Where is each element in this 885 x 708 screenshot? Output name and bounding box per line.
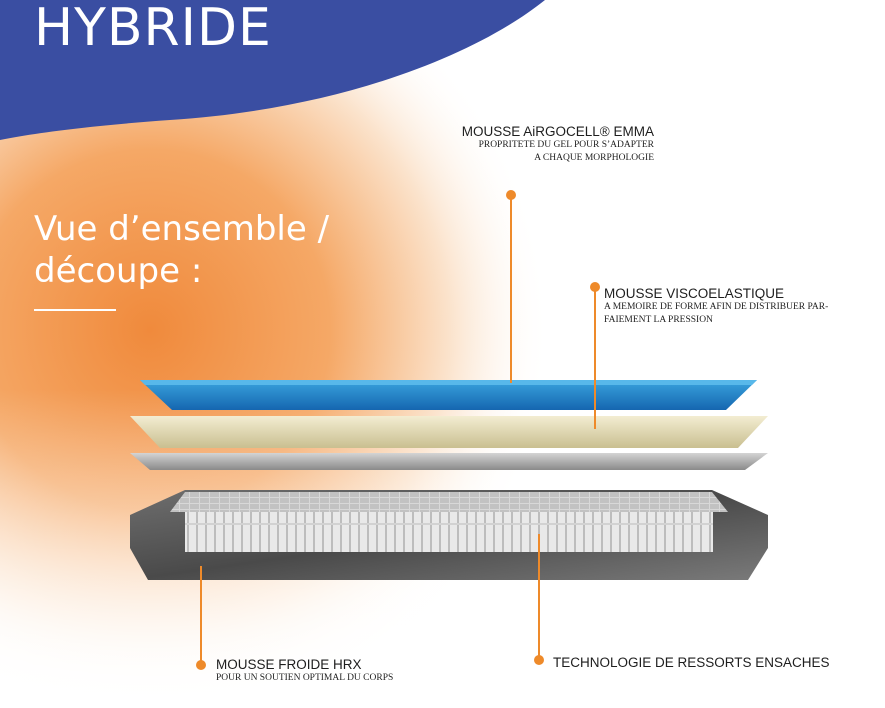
callout-airgocell-line [510,199,512,383]
subtitle-line-2: découpe : [34,251,203,291]
callout-hrx: MOUSSE FROIDE HRX POUR UN SOUTIEN OPTIMA… [216,657,393,685]
section-subtitle: Vue d’ensemble / découpe : [34,208,354,292]
callout-springs-line [538,534,540,656]
spring-core-top [170,492,728,512]
gel-foam-layer [140,380,757,410]
gel-foam-top-edge [140,380,757,385]
callout-airgocell-desc-2: A CHAQUE MORPHOLOGIE [534,153,654,163]
grey-comfort-layer [130,453,768,470]
callout-hrx-dot [196,660,206,670]
callout-airgocell-desc-1: PROPRITETE DU GEL POUR S’ADAPTER [478,140,654,150]
callout-visco-line [594,291,596,429]
callout-springs-dot [534,655,544,665]
subtitle-line-1: Vue d’ensemble / [34,209,330,249]
callout-hrx-title: MOUSSE FROIDE HRX [216,657,362,672]
callout-hrx-line [200,566,202,662]
spring-core [185,512,713,552]
callout-hrx-desc-1: POUR UN SOUTIEN OPTIMAL DU CORPS [216,673,394,683]
callout-airgocell-title: MOUSSE AiRGOCELL® EMMA [461,124,654,139]
subtitle-underline [34,309,116,311]
callout-airgocell-dot [506,190,516,200]
callout-visco-desc-1: A MEMOIRE DE FORME AFIN DE DISTRIBUER PA… [604,302,829,312]
header-swoosh [0,0,545,140]
callout-springs: TECHNOLOGIE DE RESSORTS ENSACHES [553,655,830,670]
memory-foam-layer [130,416,768,448]
page-title: HYBRIDE [34,0,272,58]
callout-airgocell: MOUSSE AiRGOCELL® EMMA PROPRITETE DU GEL… [452,124,654,165]
callout-visco-desc-2: FAIEMENT LA PRESSION [604,315,713,325]
callout-springs-title: TECHNOLOGIE DE RESSORTS ENSACHES [553,655,830,670]
callout-visco-dot [590,282,600,292]
callout-visco-title: MOUSSE VISCOELASTIQUE [604,286,785,301]
callout-visco: MOUSSE VISCOELASTIQUE A MEMOIRE DE FORME… [604,286,828,327]
